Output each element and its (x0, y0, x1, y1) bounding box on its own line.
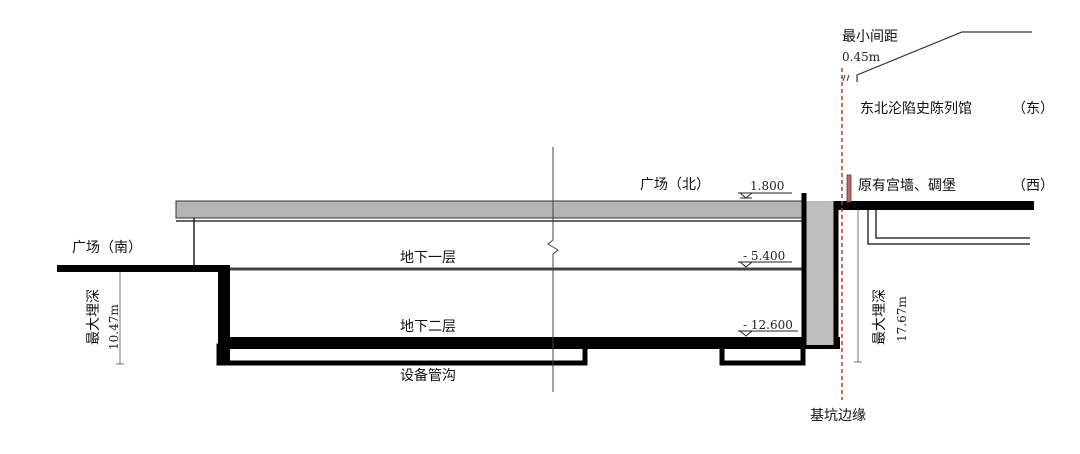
utility-trench-label: 设备管沟 (400, 367, 456, 384)
max-depth-left-dimension (116, 272, 124, 365)
max-depth-right-title: 最大埋深 (872, 289, 888, 345)
museum-label: 东北沦陷史陈列馆 (860, 100, 972, 117)
plaza-south-ground (57, 265, 230, 272)
min-spacing-ticks (842, 74, 850, 82)
elevation-b2: - 12.600 (743, 318, 793, 332)
museum-roof (856, 31, 1032, 82)
basement-2-label: 地下二层 (400, 319, 456, 335)
trench-left (216, 343, 588, 366)
plaza-south-label: 广场（南） (72, 240, 142, 256)
max-depth-right-dimension (854, 210, 862, 363)
max-depth-left-value: 10.47m (107, 304, 121, 350)
plaza-north-label: 广场（北） (640, 177, 710, 193)
roof-slab (175, 200, 805, 219)
elevation-marker-b2 (738, 330, 798, 337)
right-wall-gray (804, 201, 837, 345)
elevation-marker-ground (738, 192, 792, 199)
min-spacing-title: 最小间距 (842, 29, 898, 45)
elevation-b1: - 5.400 (743, 249, 785, 263)
palace-wall-direction: （西） (1012, 178, 1054, 194)
old-palace-wall-marker (846, 174, 852, 203)
elevation-marker-b1 (738, 261, 792, 268)
museum-direction: （东） (1012, 101, 1054, 117)
max-depth-right-value: 17.67m (895, 296, 909, 342)
elevation-ground: 1.800 (750, 179, 784, 193)
plaza-north-ground (836, 201, 1034, 210)
basement-1-label: 地下一层 (400, 250, 456, 266)
min-spacing-value: 0.45m (842, 50, 881, 64)
pit-edge-label: 基坑边缘 (810, 407, 866, 424)
existing-foundation (867, 210, 1030, 245)
trench-right (719, 343, 806, 366)
max-depth-left-title: 最大埋深 (86, 289, 102, 345)
palace-wall-label: 原有宫墙、碉堡 (858, 178, 956, 194)
break-line (547, 147, 559, 392)
existing-foundation-inner (875, 210, 1030, 239)
